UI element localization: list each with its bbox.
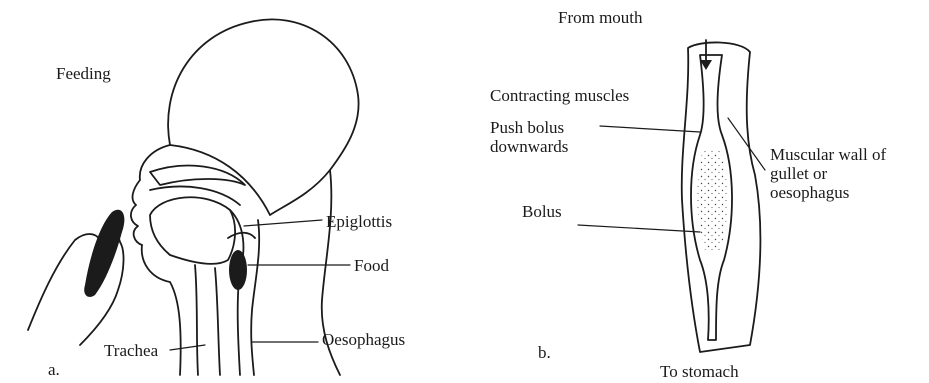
label-from-mouth: From mouth bbox=[558, 8, 643, 27]
label-panel-b: b. bbox=[538, 343, 551, 362]
food-bolus bbox=[229, 250, 247, 290]
label-push-bolus: Push bolus downwards bbox=[490, 118, 568, 156]
held-food bbox=[84, 210, 124, 297]
bolus-inside bbox=[697, 150, 727, 250]
label-contracting-muscles: Contracting muscles bbox=[490, 86, 629, 105]
label-epiglottis: Epiglottis bbox=[326, 212, 392, 231]
label-trachea: Trachea bbox=[104, 341, 158, 360]
trachea-tube bbox=[195, 265, 198, 375]
label-muscular-wall: Muscular wall of gullet or oesophagus bbox=[770, 145, 886, 202]
tongue bbox=[150, 197, 235, 264]
label-panel-a: a. bbox=[48, 360, 60, 379]
label-to-stomach: To stomach bbox=[660, 362, 739, 381]
label-feeding: Feeding bbox=[56, 64, 111, 83]
label-oesophagus-a: Oesophagus bbox=[322, 330, 405, 349]
label-bolus: Bolus bbox=[522, 202, 562, 221]
skull-region bbox=[168, 19, 358, 215]
label-food: Food bbox=[354, 256, 389, 275]
epiglottis-flap bbox=[228, 233, 255, 238]
